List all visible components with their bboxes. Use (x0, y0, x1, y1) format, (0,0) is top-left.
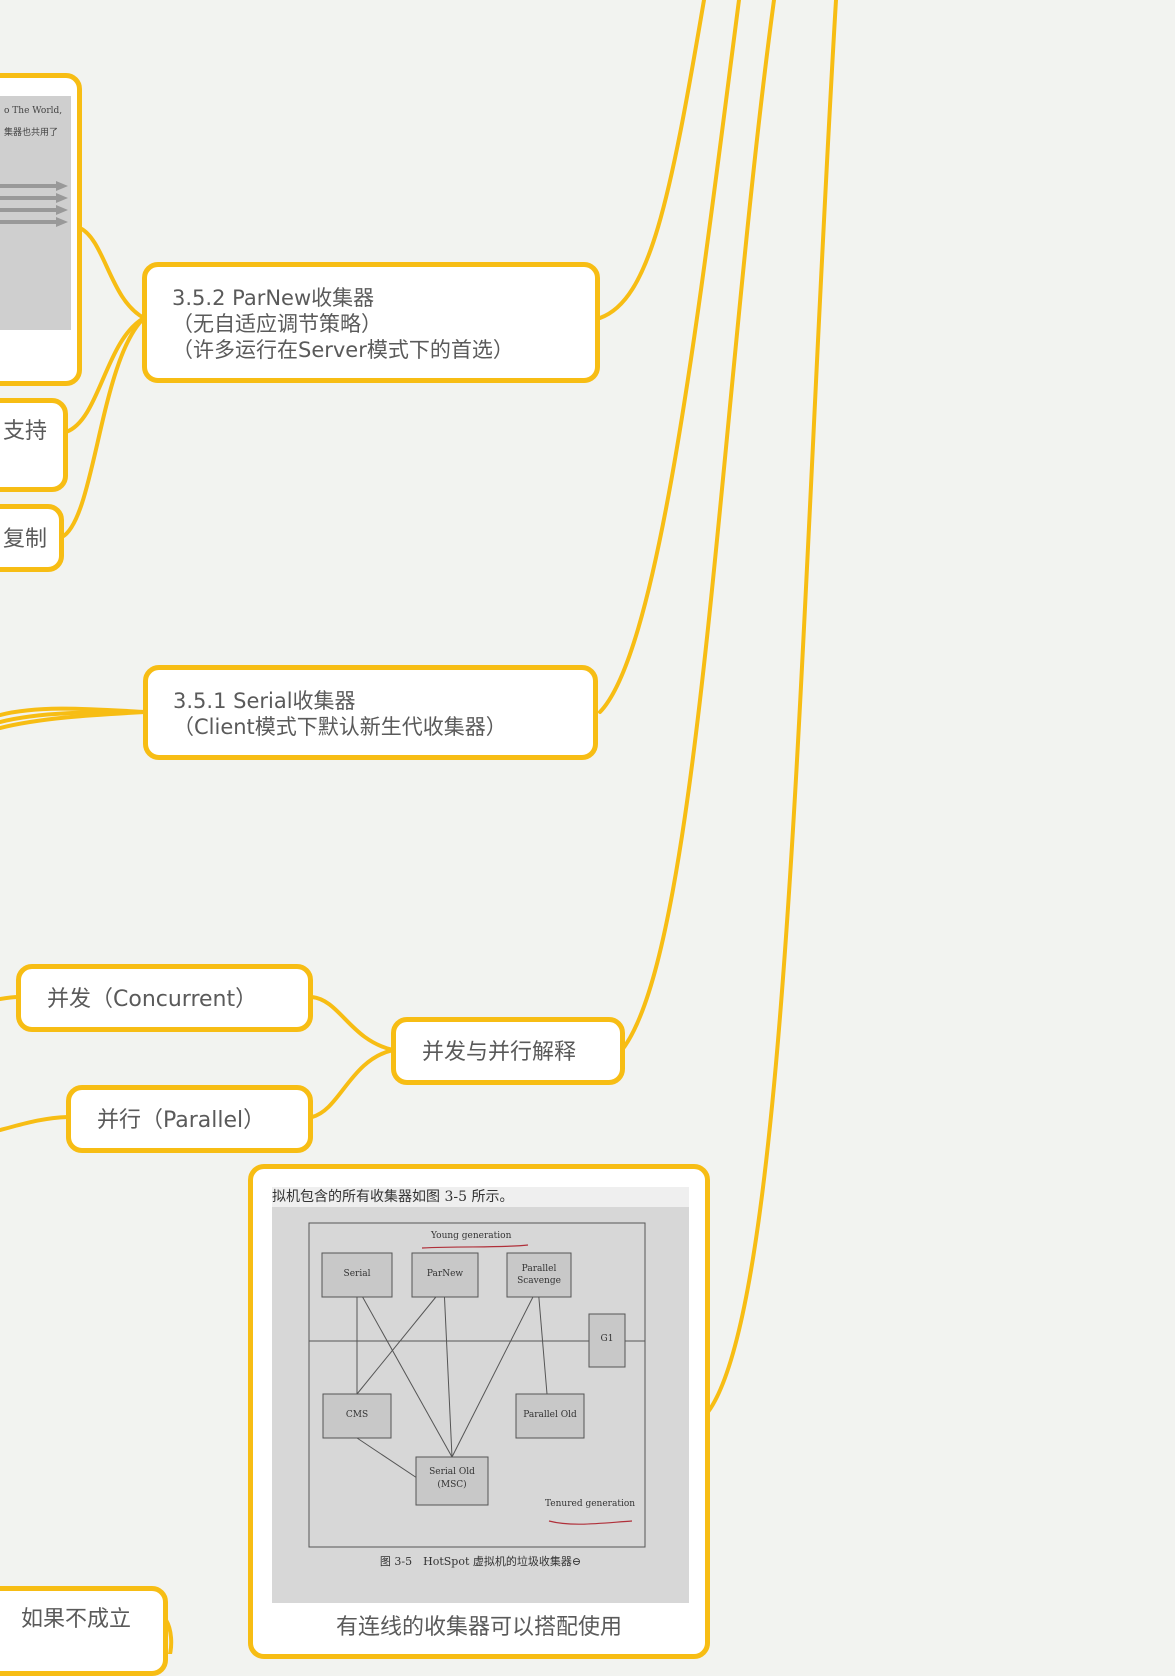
parallel-label: 并行（Parallel） (97, 1108, 266, 1133)
node-parallel[interactable]: 并行（Parallel） (66, 1085, 313, 1153)
hotspot-collectors-figure: 拟机包含的所有收集器如图 3-5 所示。 (272, 1187, 689, 1603)
young-generation-label: Young generation (431, 1231, 512, 1241)
node-parnew-collector[interactable]: 3.5.2 ParNew收集器 （无自适应调节策略） （许多运行在Server模… (142, 262, 600, 383)
arrows-graphic (0, 181, 68, 227)
figure-header-text: 拟机包含的所有收集器如图 3-5 所示。 (272, 1187, 689, 1207)
tenured-generation-label: Tenured generation (545, 1499, 636, 1509)
figure-caption: 图 3-5 HotSpot 虚拟机的垃圾收集器⊖ (379, 1555, 582, 1568)
concurrency-explanation-label: 并发与并行解释 (422, 1040, 577, 1065)
parnew-line2: （无自适应调节策略） (172, 312, 382, 336)
image-text-1: o The World, (4, 106, 63, 116)
gc-image-node-partial[interactable]: o The World, 集器也共用了 (0, 73, 82, 386)
box-parallel-scavenge-2: Scavenge (517, 1276, 561, 1286)
box-parallel-scavenge-1: Parallel (521, 1264, 557, 1274)
concurrent-label: 并发（Concurrent） (47, 987, 258, 1012)
box-serial: Serial (343, 1269, 371, 1279)
serial-line2: （Client模式下默认新生代收集器） (173, 715, 507, 739)
box-serial-old-1: Serial Old (429, 1467, 475, 1477)
node-support-partial[interactable]: 支持 (0, 398, 68, 492)
serial-title: 3.5.1 Serial收集器 (173, 689, 356, 713)
node-concurrent[interactable]: 并发（Concurrent） (16, 964, 313, 1032)
copy-label: 复制 (3, 527, 48, 552)
box-serial-old-2: (MSC) (437, 1480, 467, 1490)
parnew-line3: （许多运行在Server模式下的首选） (172, 338, 514, 362)
node-serial-collector[interactable]: 3.5.1 Serial收集器 （Client模式下默认新生代收集器） (143, 665, 598, 760)
node-copy-partial[interactable]: 复制 (0, 504, 64, 572)
box-g1: G1 (600, 1334, 614, 1344)
image-text-2: 集器也共用了 (4, 128, 59, 138)
collectors-image-caption: 有连线的收集器可以搭配使用 (335, 1615, 622, 1640)
box-cms: CMS (345, 1410, 369, 1420)
if-not-label: 如果不成立 (21, 1607, 132, 1632)
box-parallel-old: Parallel Old (523, 1410, 577, 1420)
stop-the-world-image: o The World, 集器也共用了 (0, 96, 71, 330)
node-collectors-image[interactable]: 拟机包含的所有收集器如图 3-5 所示。 (248, 1164, 710, 1659)
parnew-title: 3.5.2 ParNew收集器 (172, 286, 375, 310)
node-if-not-established[interactable]: 如果不成立 (0, 1586, 168, 1676)
collectors-diagram (308, 1222, 646, 1548)
node-concurrency-explanation[interactable]: 并发与并行解释 (391, 1017, 625, 1085)
support-label: 支持 (3, 419, 48, 444)
box-parnew: ParNew (426, 1269, 464, 1279)
